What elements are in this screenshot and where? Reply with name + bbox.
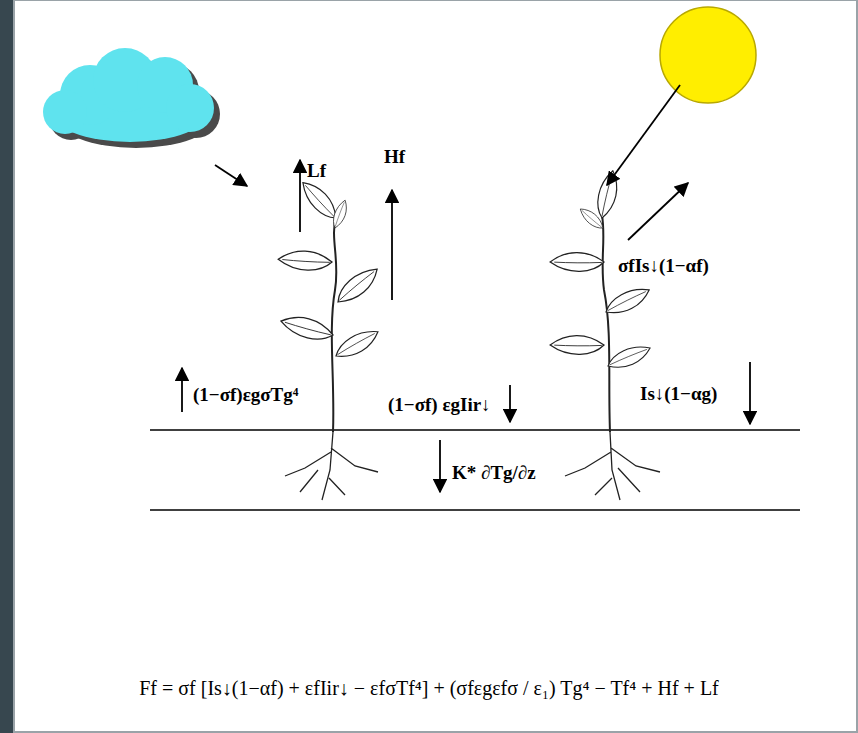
flux-label: σfIs↓(1−αf) [618,255,709,278]
flux-label: Is↓(1−αg) [640,383,717,406]
flux-label: (1−σf) εgIir↓ [388,394,491,417]
sun [660,7,756,103]
flux-label: Lf [307,160,326,183]
ground-line [150,429,800,431]
right-plant [549,169,660,500]
flux-label: Hf [384,146,405,169]
flux-label: (1−σf)εgσTg⁴ [193,384,298,407]
frame-strip [0,0,14,733]
left-plant [277,175,384,500]
frame-border [14,0,857,732]
flux-arrows [182,85,750,492]
flux-label: K* ∂Tg/∂z [452,462,536,485]
cloud [43,48,214,142]
soil-line [150,509,800,511]
equation: Ff = σf [Is↓(1−αf) + εfIir↓ − εfσTf⁴] + … [139,676,719,700]
